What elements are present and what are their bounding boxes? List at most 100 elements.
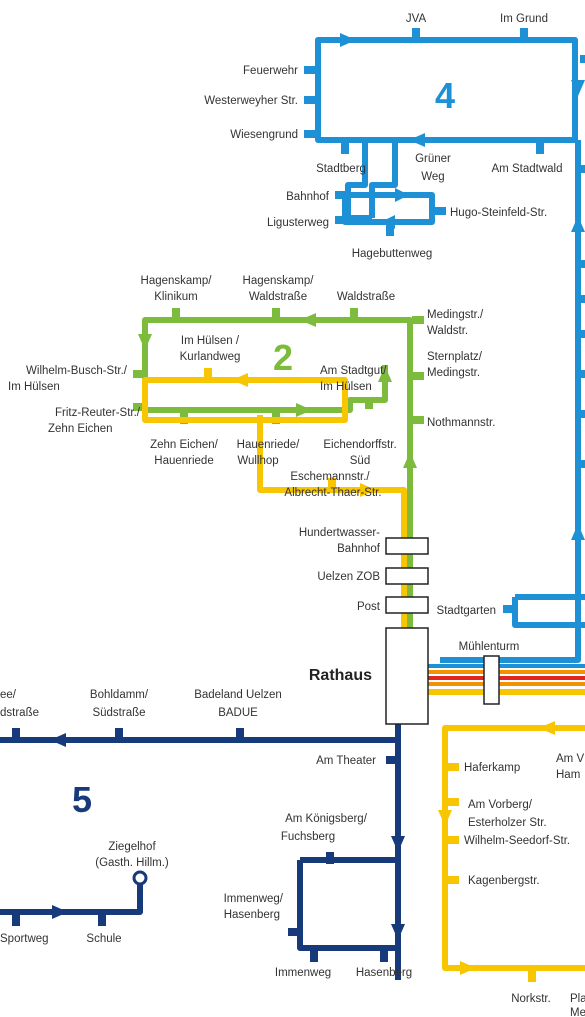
stop-label: Klinikum xyxy=(154,291,197,303)
arrow-icon xyxy=(300,313,316,327)
stop-label: Ham xyxy=(556,769,580,781)
stop-label: Sternplatz/ xyxy=(427,351,483,363)
arrow-icon xyxy=(138,334,152,350)
stop-label: Hugo-Steinfeld-Str. xyxy=(450,207,547,219)
arrow-icon xyxy=(360,483,376,497)
post-stop xyxy=(385,596,429,614)
stop-label: Hauenriede/ xyxy=(237,439,300,451)
ziegelhof-terminal-icon xyxy=(132,870,148,886)
line-2-route xyxy=(142,317,413,655)
stop-label: Hagenskamp/ xyxy=(243,275,315,287)
line-yellow-loop xyxy=(142,377,348,423)
stop-label: Im Hülsen xyxy=(320,381,372,393)
stop-label: Ligusterweg xyxy=(267,217,329,229)
line-yellow-arrows xyxy=(232,373,555,975)
stop-label: Immenweg xyxy=(275,967,331,979)
line-yellow-stops xyxy=(204,368,536,982)
stop-label: Post xyxy=(357,601,381,613)
stop-label: Mühlenturm xyxy=(459,641,520,653)
arrow-icon xyxy=(232,373,248,387)
line-4 xyxy=(315,37,585,663)
stop-label: Eschemannstr./ xyxy=(290,471,370,483)
line-yellow-south xyxy=(442,725,585,971)
muehlenturm-stop xyxy=(483,655,500,705)
stop-label: Stadtberg xyxy=(316,163,366,175)
stop-label: Wilhelm-Busch-Str./ xyxy=(26,365,128,377)
stop-label: dstraße xyxy=(0,707,39,719)
arrow-icon xyxy=(571,80,585,96)
stop-label: Am Stadtwald xyxy=(492,163,563,175)
stop-label: Zehn Eichen xyxy=(48,423,113,435)
stop-label: Feuerwehr xyxy=(243,65,298,77)
arrow-icon xyxy=(571,524,585,540)
arrow-icon xyxy=(340,33,356,47)
stop-label: Kurlandweg xyxy=(180,351,241,363)
line-4-trunk xyxy=(345,140,398,221)
trunk-bundle xyxy=(428,664,585,686)
arrow-icon xyxy=(539,721,555,735)
stop-label: Haferkamp xyxy=(464,762,520,774)
stop-label: Grüner xyxy=(415,153,451,165)
line-4-number: 4 xyxy=(435,75,455,116)
line-2-arrows xyxy=(138,313,417,468)
stop-label: Waldstraße xyxy=(249,291,307,303)
stop-label: Bahnhof xyxy=(286,191,330,203)
stop-label: Am Stadtgut/ xyxy=(320,365,387,377)
stop-label: ee/ xyxy=(0,689,17,701)
stop-label: Weg xyxy=(421,171,444,183)
stop-label: Kagenbergstr. xyxy=(468,875,540,887)
stop-label: Norkstr. xyxy=(511,993,551,1005)
stop-label: Am Theater xyxy=(316,755,376,767)
rathaus-stop xyxy=(385,627,429,725)
hub-stops xyxy=(385,537,429,725)
stop-label: Bohldamm/ xyxy=(90,689,149,701)
hundertwasser-stop xyxy=(385,537,429,555)
stop-label: Pla xyxy=(570,993,585,1005)
line-4-stops xyxy=(304,28,585,613)
stop-label: Hagebuttenweg xyxy=(352,248,433,260)
stop-label: Süd xyxy=(350,455,370,467)
line-5-arrows xyxy=(50,733,405,940)
stop-label: Badeland Uelzen xyxy=(194,689,282,701)
line-2-number: 2 xyxy=(273,337,293,378)
stop-label: Bahnhof xyxy=(337,543,381,555)
stop-label: Wullhop xyxy=(237,455,278,467)
stop-label: BADUE xyxy=(218,707,258,719)
arrow-icon xyxy=(50,733,66,747)
arrow-icon xyxy=(52,905,68,919)
line-5-loop xyxy=(297,857,398,951)
arrow-icon xyxy=(395,188,409,202)
stop-label: Albrecht-Thaer-Str. xyxy=(284,487,381,499)
stop-label: Nothmannstr. xyxy=(427,417,495,429)
stop-label: Waldstraße xyxy=(337,291,395,303)
stop-label: Sportweg xyxy=(0,933,49,945)
stop-label: Am Vorberg/ xyxy=(468,799,533,811)
arrow-icon xyxy=(403,452,417,468)
stop-label: Me xyxy=(570,1007,585,1017)
hub-label: Rathaus xyxy=(309,667,372,684)
stop-label: Eichendorffstr. xyxy=(323,439,396,451)
stop-label: Waldstr. xyxy=(427,325,468,337)
stop-label: Hagenskamp/ xyxy=(141,275,213,287)
stop-label: Südstraße xyxy=(92,707,145,719)
stop-label: Wilhelm-Seedorf-Str. xyxy=(464,835,570,847)
stop-label: Hasenberg xyxy=(356,967,412,979)
stop-label: Am Königsberg/ xyxy=(285,813,368,825)
stop-label: Am V xyxy=(556,753,584,765)
arrow-icon xyxy=(391,924,405,940)
stop-label: Schule xyxy=(86,933,121,945)
stop-label: Medingstr./ xyxy=(427,309,484,321)
stop-label: Immenweg/ xyxy=(224,893,284,905)
stop-label: Westerweyher Str. xyxy=(204,95,298,107)
stop-label: Zehn Eichen/ xyxy=(150,439,219,451)
arrow-icon xyxy=(460,961,476,975)
arrow-icon xyxy=(378,366,392,382)
stop-label: Hasenberg xyxy=(224,909,280,921)
arrow-icon xyxy=(409,133,425,147)
stop-label: Stadtgarten xyxy=(437,605,496,617)
stop-label: Esterholzer Str. xyxy=(468,817,547,829)
line-5-number: 5 xyxy=(72,779,92,820)
stop-label: JVA xyxy=(406,13,427,25)
arrow-icon xyxy=(571,216,585,232)
stop-label: Im Hülsen xyxy=(8,381,60,393)
